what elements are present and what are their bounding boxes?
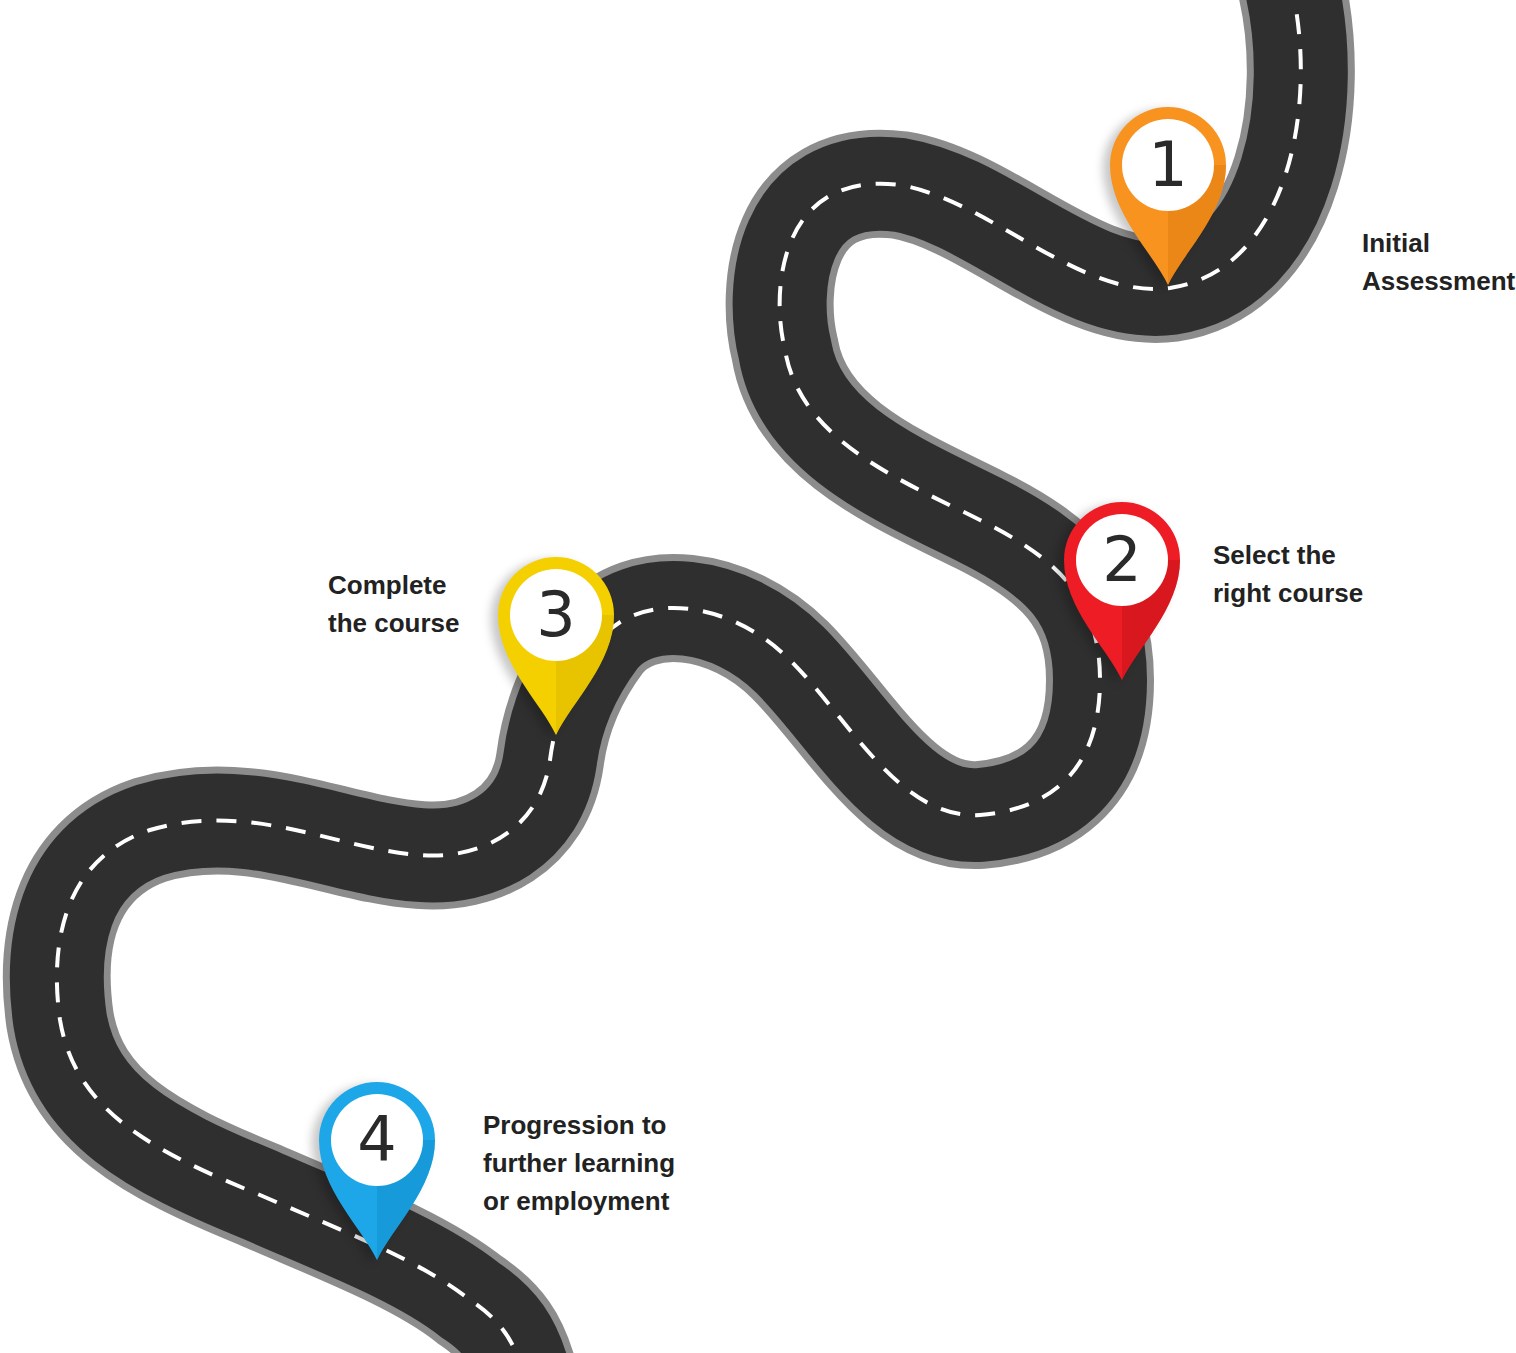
step-number: 3 — [510, 569, 602, 661]
pin-face — [1076, 514, 1168, 606]
step-label: Initial Assessment — [1362, 224, 1516, 300]
pin-body — [1064, 502, 1180, 680]
pin-body — [1110, 107, 1226, 285]
pin-face — [510, 569, 602, 661]
road-centerline — [57, 0, 1301, 1353]
step-number: 4 — [331, 1094, 423, 1186]
road-edge — [57, 0, 1301, 1353]
road-surface — [57, 0, 1301, 1353]
pin-face — [1122, 119, 1214, 211]
pin-face — [331, 1094, 423, 1186]
step-number: 1 — [1122, 119, 1214, 211]
step-pin: 1Initial Assessment — [1103, 103, 1233, 288]
pin-body — [319, 1082, 435, 1260]
step-label: Complete the course — [328, 566, 473, 642]
step-label: Select the right course — [1213, 536, 1393, 612]
step-pin: 2Select the right course — [1057, 498, 1187, 683]
step-pin: 4Progression to further learning or empl… — [312, 1078, 442, 1263]
step-label: Progression to further learning or emplo… — [483, 1106, 698, 1220]
step-pin: 3Complete the course — [491, 553, 621, 738]
step-number: 2 — [1076, 514, 1168, 606]
pin-body — [498, 557, 614, 735]
